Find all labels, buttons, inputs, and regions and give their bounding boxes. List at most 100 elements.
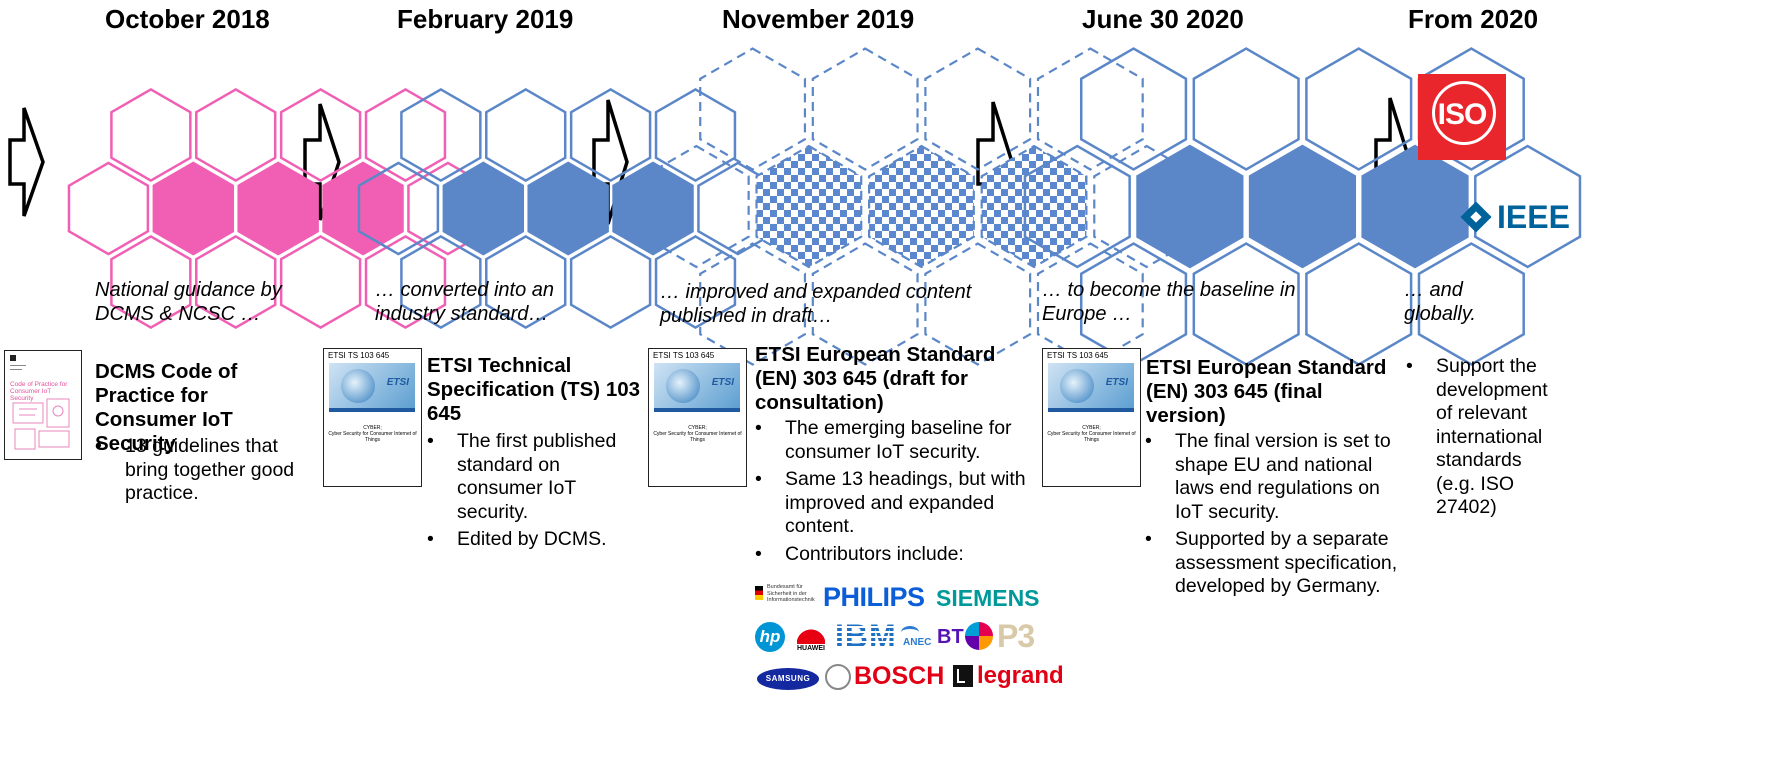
- list-item: 13 guidelines that bring together good p…: [93, 435, 315, 506]
- hexagon: [364, 87, 447, 183]
- hexagon: [485, 234, 567, 330]
- hexagon: [924, 242, 1032, 366]
- philips-logo: PHILIPS: [823, 582, 925, 612]
- hexagon: [110, 234, 192, 330]
- bosch-logo: BOSCH: [854, 662, 945, 690]
- filled-hexagon: [322, 161, 404, 256]
- hexagon: [811, 242, 919, 366]
- hexagon: [485, 87, 567, 183]
- hexagon: [110, 87, 192, 183]
- hexagon: [642, 144, 750, 269]
- list-item: The emerging baseline for consumer IoT s…: [753, 417, 1043, 464]
- doc-header: ETSI TS 103 645: [653, 351, 715, 360]
- hexagon: [1474, 144, 1582, 269]
- bsi-logo: Bundesamt für Sicherheit in der Informat…: [753, 582, 815, 612]
- filled-hexagon: [868, 144, 975, 269]
- bosch-armature-icon: [825, 664, 851, 690]
- caption-feb-2019: … converted into an industry standard…: [375, 279, 554, 325]
- hexagon: [1305, 242, 1413, 366]
- hexagon: [279, 234, 362, 330]
- hexagon: [654, 87, 737, 183]
- doc-cyber: CYBER;Cyber Security for Consumer Intern…: [1047, 425, 1136, 443]
- bullets-feb-2019: The first published standard on consumer…: [425, 430, 640, 552]
- filled-hexagon: [237, 161, 319, 256]
- etsi-en-final-thumbnail: ETSI TS 103 645 ETSI CYBER;Cyber Securit…: [1042, 348, 1141, 487]
- stage-title-feb-2019: February 2019: [397, 4, 574, 34]
- filled-hexagon: [442, 161, 525, 256]
- etsi-globe-banner: ETSI: [654, 363, 740, 408]
- hexagon: [67, 161, 150, 256]
- list-item: Same 13 headings, but with improved and …: [753, 468, 1043, 539]
- globe-icon: [1060, 369, 1094, 403]
- etsi-logo: ETSI: [1105, 377, 1128, 388]
- bullets-oct-2018: 13 guidelines that bring together good p…: [93, 435, 315, 506]
- hexagon: [699, 47, 807, 171]
- etsi-globe-banner: ETSI: [329, 363, 415, 408]
- ibm-logo: IBM: [835, 618, 897, 654]
- arrow-icon: [8, 107, 45, 217]
- stage-title-nov-2019: November 2019: [722, 4, 915, 34]
- filled-hexagon: [1361, 144, 1469, 269]
- etsi-logo: ETSI: [711, 377, 734, 388]
- filled-hexagon: [527, 161, 609, 256]
- list-item: Edited by DCMS.: [425, 528, 640, 552]
- stage-title-from-2020: From 2020: [1408, 4, 1539, 34]
- list-item: The first published standard on consumer…: [425, 430, 640, 524]
- hexagon: [1036, 47, 1144, 171]
- samsung-logo: SAMSUNG: [757, 668, 819, 690]
- hexagon: [400, 234, 482, 330]
- etsi-logo: ETSI: [386, 377, 409, 388]
- p3-logo: P3: [997, 618, 1035, 654]
- filled-hexagon: [980, 144, 1088, 269]
- doc-header: ETSI TS 103 645: [328, 351, 390, 360]
- filled-hexagon: [612, 161, 694, 256]
- hexagon: [569, 87, 652, 183]
- stage-title-oct-2018: October 2018: [105, 4, 270, 34]
- hexagon: [364, 234, 447, 330]
- hexagon: [195, 234, 277, 330]
- hexagon: [1305, 47, 1413, 171]
- globe-icon: [341, 369, 375, 403]
- hexagon: [195, 87, 277, 183]
- caption-jun-2020: … to become the baseline in Europe …: [1042, 279, 1296, 325]
- list-item: Contributors include:: [753, 543, 1043, 567]
- hexagon: [357, 161, 440, 256]
- hexagon: [699, 242, 807, 366]
- stage-title-jun-2020: June 30 2020: [1082, 4, 1244, 34]
- siemens-logo: SIEMENS: [936, 585, 1040, 611]
- bt-logo: BT: [937, 626, 964, 648]
- list-item: The final version is set to shape EU and…: [1143, 430, 1403, 524]
- etsi-en-draft-thumbnail: ETSI TS 103 645 ETSI CYBER;Cyber Securit…: [648, 348, 747, 487]
- legrand-icon: [953, 665, 973, 687]
- bullets-nov-2019: The emerging baseline for consumer IoT s…: [753, 417, 1043, 566]
- filled-hexagon: [1136, 144, 1244, 269]
- globe-icon: [666, 369, 700, 403]
- filled-hexagon: [755, 144, 863, 269]
- bullets-from-2020: Support the development of relevant inte…: [1404, 355, 1564, 520]
- doc-title-etsi-ts: ETSI Technical Specification (TS) 103 64…: [427, 354, 641, 425]
- hexagon: [279, 87, 362, 183]
- ieee-logo-text: IEEE: [1497, 198, 1570, 235]
- ieee-diamond-icon: [1460, 201, 1492, 233]
- doc-cyber: CYBER;Cyber Security for Consumer Intern…: [653, 425, 742, 443]
- hexagon: [1192, 47, 1300, 171]
- list-item: Support the development of relevant inte…: [1404, 355, 1564, 520]
- hexagon: [654, 234, 737, 330]
- doc-title: Code of Practice for Consumer IoT Securi…: [10, 381, 68, 402]
- anec-logo: ANEC: [901, 626, 935, 650]
- hexagon: [924, 47, 1032, 171]
- legrand-logo: legrand: [977, 662, 1064, 689]
- contributor-logos: Bundesamt für Sicherheit in der Informat…: [753, 582, 1064, 694]
- hexagon: [1192, 242, 1300, 366]
- iso-logo: ISO: [1418, 74, 1506, 160]
- caption-oct-2018: National guidance by DCMS & NCSC …: [95, 279, 282, 325]
- doc-title-etsi-en-draft: ETSI European Standard (EN) 303 645 (dra…: [755, 343, 996, 414]
- filled-hexagon: [1248, 144, 1357, 269]
- hexagon: [400, 87, 482, 183]
- bt-globe-icon: [965, 622, 993, 650]
- hexagon: [1023, 144, 1131, 269]
- caption-nov-2019: … improved and expanded content publishe…: [660, 281, 972, 327]
- caption-from-2020: … and globally.: [1404, 279, 1476, 325]
- ieee-logo: IEEE: [1460, 198, 1570, 235]
